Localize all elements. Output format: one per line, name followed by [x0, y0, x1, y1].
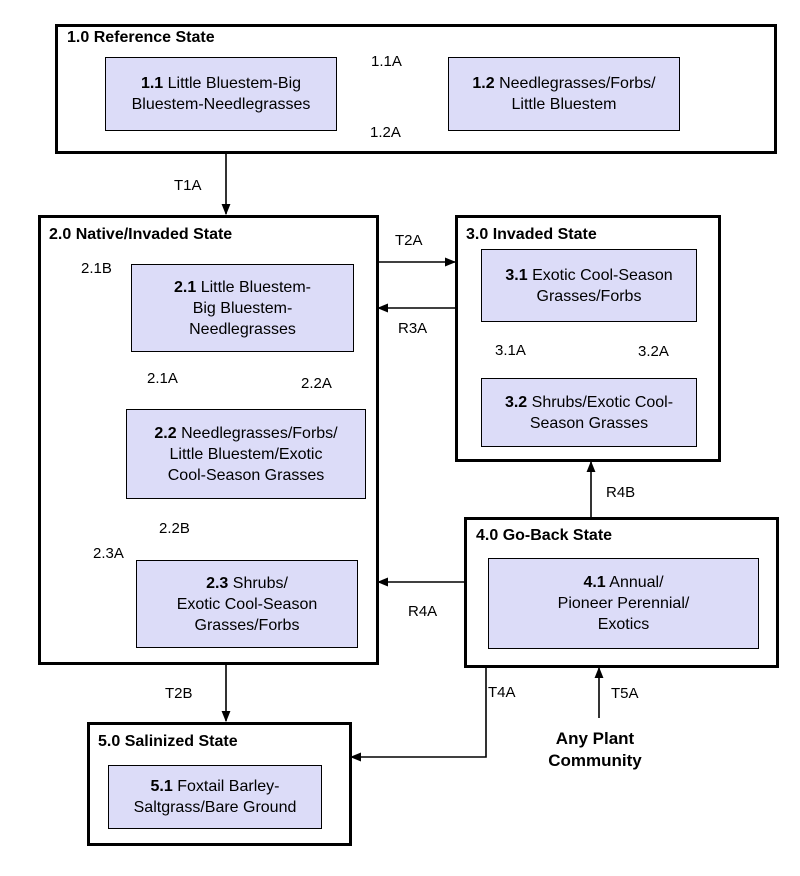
label-r4a: R4A	[408, 603, 438, 620]
community-2-2-line3: Cool-Season Grasses	[167, 466, 325, 484]
state-5-title: 5.0 Salinized State	[98, 733, 238, 750]
label-2-2a: 2.2A	[301, 375, 332, 392]
community-4-1-line2: Pioneer Perennial/	[557, 595, 690, 612]
community-2-3-line1: Shrubs/	[232, 574, 288, 592]
community-3-2-line2: Season Grasses	[529, 414, 649, 432]
community-5-1: 5.1 Foxtail Barley- Saltgrass/Bare Ground	[108, 765, 322, 829]
community-4-1: 4.1 Annual/Pioneer Perennial/Exotics	[488, 558, 759, 649]
label-r3a: R3A	[398, 320, 428, 337]
community-2-1-number: 2.1	[174, 278, 197, 296]
label-r4b: R4B	[606, 484, 636, 501]
community-3-1-line1: Exotic Cool-Season	[532, 266, 673, 284]
community-2-2: 2.2 Needlegrasses/Forbs/Little Bluestem/…	[126, 409, 366, 499]
label-t5a: T5A	[611, 685, 639, 702]
community-2-2-line1: Needlegrasses/Forbs/	[181, 424, 338, 442]
community-4-1-line1: Annual/	[609, 574, 664, 591]
community-5-1-line2: Saltgrass/Bare Ground	[133, 799, 297, 816]
community-2-3-line2: Exotic Cool-Season	[176, 595, 318, 613]
community-2-1-line1: Little Bluestem-	[200, 278, 311, 296]
label-t2a: T2A	[395, 232, 423, 249]
state-2-title: 2.0 Native/Invaded State	[49, 226, 233, 243]
state-4-title: 4.0 Go-Back State	[476, 527, 613, 544]
community-1-1-line1: Little Bluestem-Big	[167, 75, 302, 92]
arrow-t4a	[349, 668, 487, 762]
label-t2b: T2B	[165, 685, 193, 702]
community-2-3-line3: Grasses/Forbs	[194, 616, 300, 634]
label-t1a: T1A	[174, 177, 202, 194]
label-2-1b: 2.1B	[81, 260, 112, 277]
community-2-1-line2: Big Bluestem-	[192, 299, 293, 317]
label-1-2a: 1.2A	[370, 124, 401, 141]
community-1-1-number: 1.1	[140, 75, 164, 92]
label-3-1a: 3.1A	[495, 342, 526, 359]
label-1-1a: 1.1A	[371, 53, 402, 70]
community-1-2-number: 1.2	[472, 75, 495, 92]
community-4-1-line3: Exotics	[597, 616, 650, 633]
community-1-2-line1: Needlegrasses/Forbs/	[499, 75, 656, 92]
community-3-1-line2: Grasses/Forbs	[536, 287, 642, 305]
community-3-2: 3.2 Shrubs/Exotic Cool- Season Grasses	[481, 378, 697, 447]
community-1-2-line2: Little Bluestem	[511, 96, 617, 113]
community-5-1-line1: Foxtail Barley-	[177, 778, 280, 795]
state-1-title: 1.0 Reference State	[67, 29, 215, 46]
community-2-2-number: 2.2	[154, 424, 177, 442]
community-3-2-number: 3.2	[504, 393, 528, 411]
label-2-1a: 2.1A	[147, 370, 178, 387]
any-plant-community: Any Plant Community	[535, 728, 655, 772]
label-t4a: T4A	[488, 684, 516, 701]
community-2-3-number: 2.3	[206, 574, 229, 592]
community-3-1-number: 3.1	[505, 266, 528, 284]
state-3-title: 3.0 Invaded State	[466, 226, 597, 243]
label-3-2a: 3.2A	[638, 343, 669, 360]
any-plant-community-line1: Any Plant	[555, 729, 635, 748]
community-2-2-line2: Little Bluestem/Exotic	[169, 445, 323, 463]
community-2-1-line3: Needlegrasses	[189, 320, 296, 338]
community-5-1-number: 5.1	[150, 778, 173, 795]
any-plant-community-line2: Community	[548, 751, 642, 770]
label-2-3a: 2.3A	[93, 545, 124, 562]
community-2-1: 2.1 Little Bluestem- Big Bluestem- Needleg…	[131, 264, 354, 352]
label-2-2b: 2.2B	[159, 520, 190, 537]
community-1-2: 1.2 Needlegrasses/Forbs/Little Bluestem	[448, 57, 680, 131]
community-1-1-line2: Bluestem-Needlegrasses	[131, 96, 311, 113]
community-3-2-line1: Shrubs/Exotic Cool-	[531, 393, 674, 411]
community-4-1-number: 4.1	[583, 574, 606, 591]
